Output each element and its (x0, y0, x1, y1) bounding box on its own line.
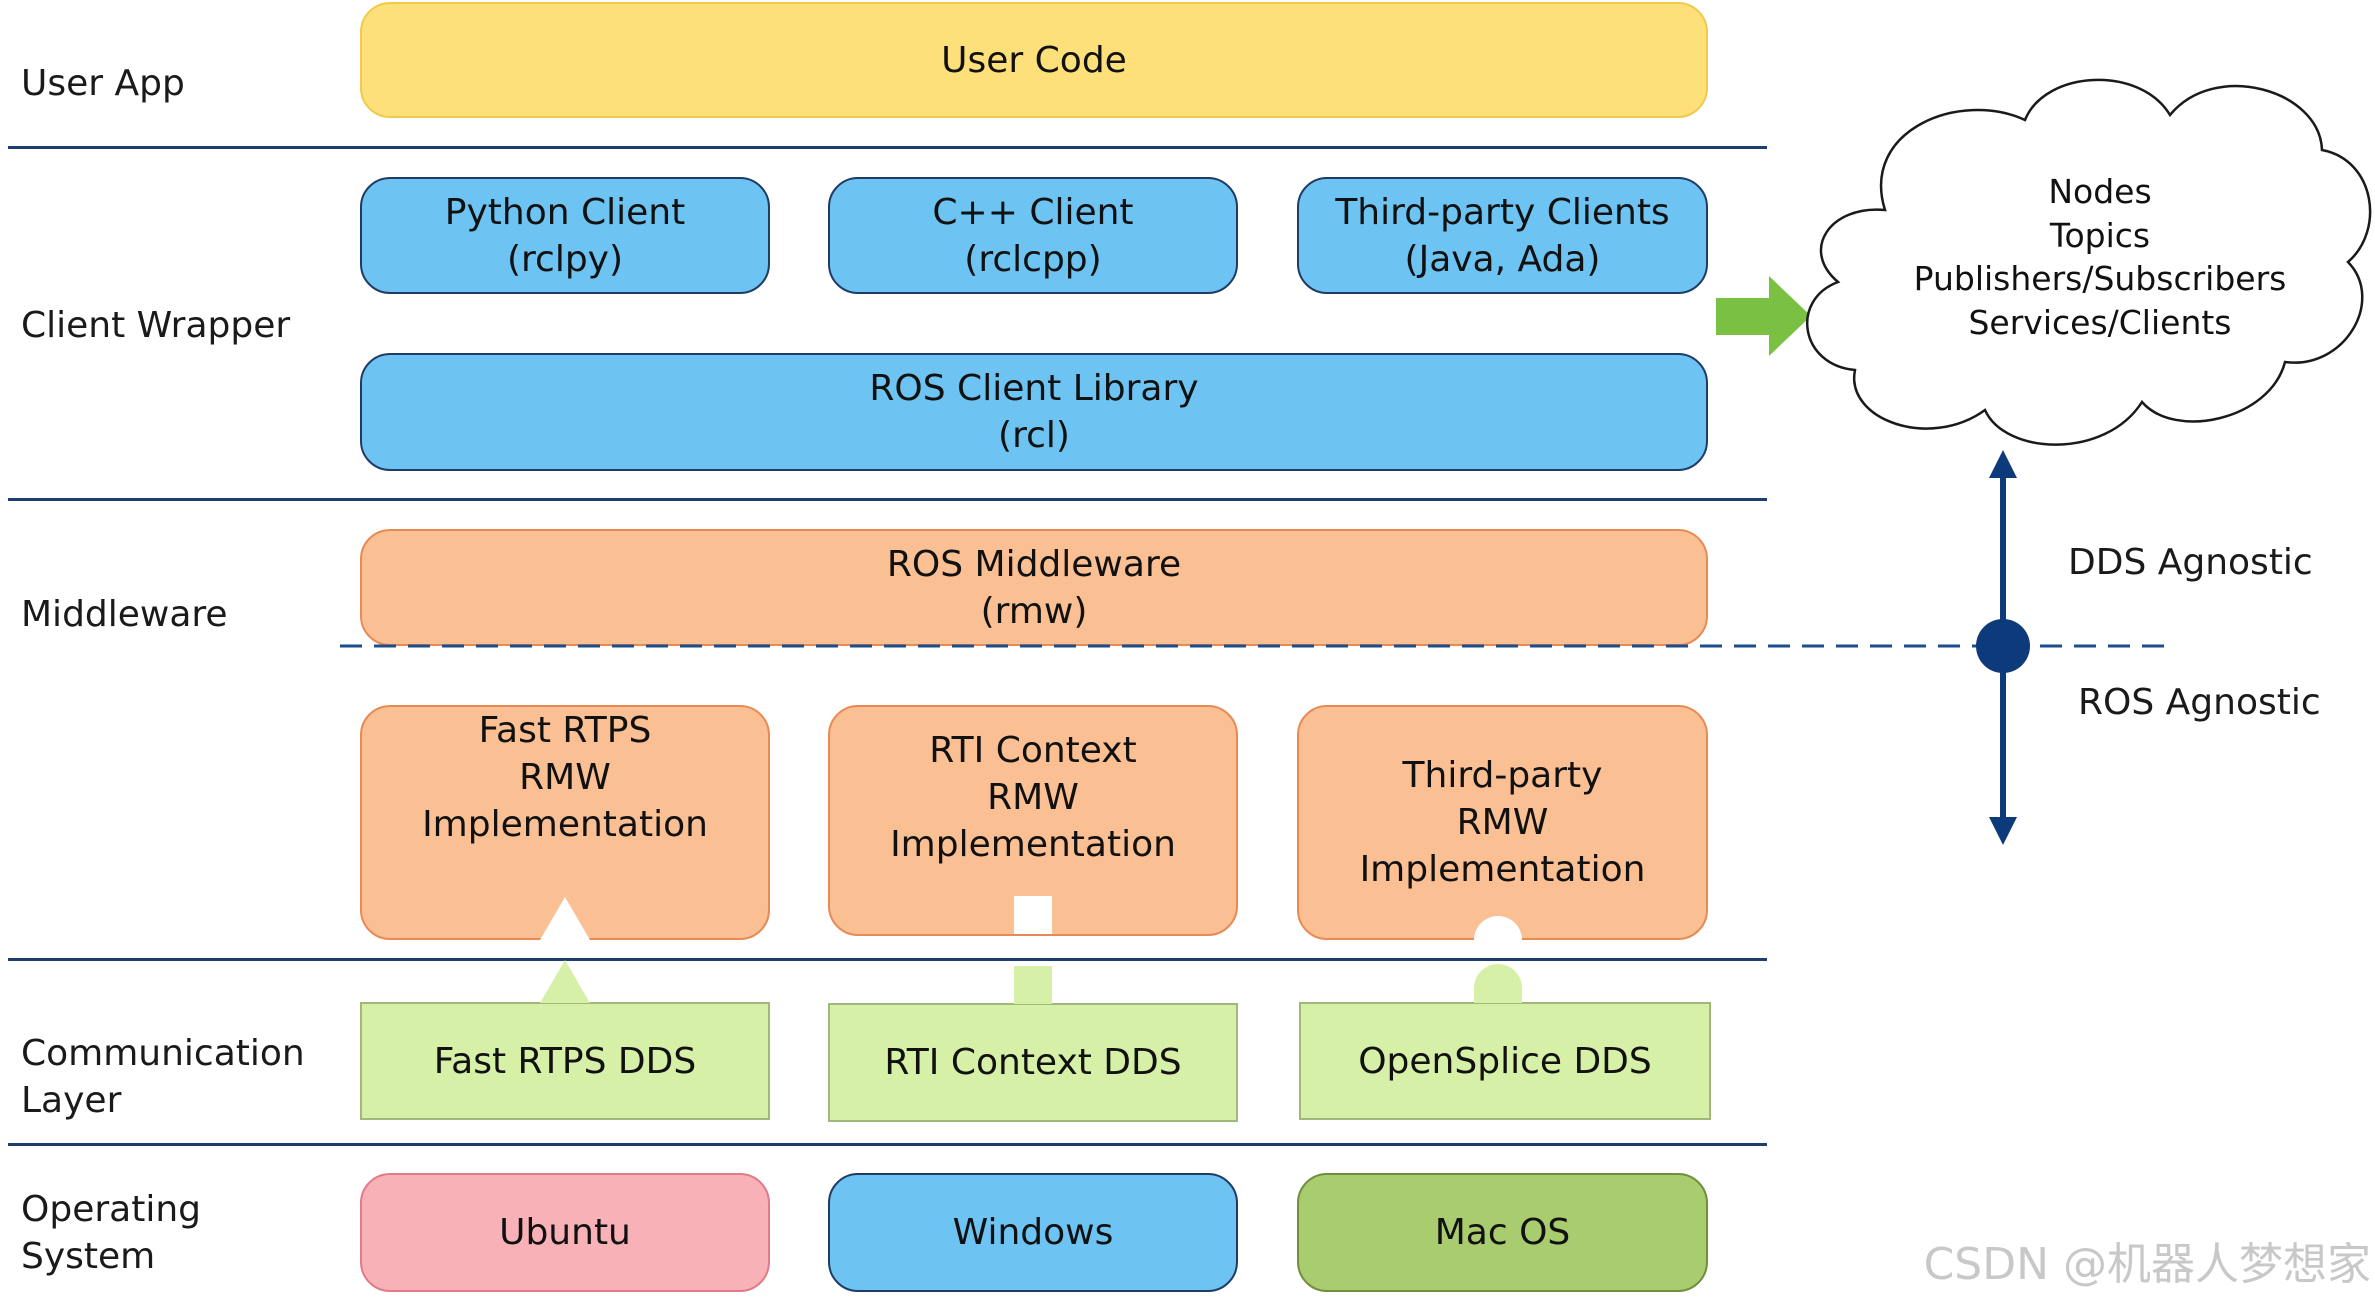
rmw-line2: (rmw) (980, 590, 1088, 632)
ubuntu-label: Ubuntu (499, 1212, 631, 1253)
rti-rmw-line1: RTI Context (929, 730, 1137, 771)
rti-rmw-line2: RMW (987, 777, 1079, 818)
rcl-line2: (rcl) (998, 415, 1070, 456)
python-client-line1: Python Client (444, 191, 686, 233)
fastrtps-rmw-line2: RMW (519, 757, 611, 798)
cloud-shape (1805, 78, 2372, 446)
rmw-box: ROS Middleware (rmw) (360, 529, 1708, 646)
cloud-line-topics: Topics (2049, 215, 2151, 255)
layer-label-client-wrapper: Client Wrapper (21, 305, 291, 346)
windows-label: Windows (952, 1212, 1114, 1253)
layer-label-operating-system: Operating System (21, 1186, 201, 1280)
separator-communication (8, 1143, 1767, 1146)
square-connector (1014, 896, 1052, 1004)
user-code-label: User Code (941, 39, 1127, 81)
third-party-clients-box: Third-party Clients (Java, Ada) (1297, 177, 1708, 294)
separator-middleware (8, 958, 1767, 961)
rti-rmw-line3: Implementation (890, 824, 1176, 865)
python-client-line2: (rclpy) (506, 238, 624, 280)
python-client-box: Python Client (rclpy) (360, 177, 770, 294)
circle-connector (1474, 916, 1522, 1003)
layer-label-user-app: User App (21, 63, 185, 104)
layer-label-communication-line1: Communication (21, 1033, 305, 1074)
cloud-text: Nodes Topics Publishers/Subscribers Serv… (1860, 170, 2340, 344)
cpp-client-line1: C++ Client (932, 191, 1134, 233)
fastrtps-dds-box: Fast RTPS DDS (360, 1002, 770, 1120)
cpp-client-line2: (rclcpp) (964, 238, 1102, 280)
opensplice-dds-box: OpenSplice DDS (1299, 1002, 1711, 1120)
fastrtps-rmw-line1: Fast RTPS (478, 710, 652, 751)
third-party-clients-line1: Third-party Clients (1335, 191, 1670, 233)
windows-box: Windows (828, 1173, 1238, 1292)
cpp-client-box: C++ Client (rclcpp) (828, 177, 1238, 294)
rti-dds-box: RTI Context DDS (828, 1003, 1238, 1122)
layer-label-communication-line2: Layer (21, 1080, 122, 1121)
rti-dds-label: RTI Context DDS (884, 1042, 1182, 1083)
layer-label-middleware: Middleware (21, 594, 228, 635)
agnostic-axis-arrow (1976, 450, 2030, 845)
rmw-line1: ROS Middleware (886, 543, 1182, 585)
macos-label: Mac OS (1434, 1212, 1571, 1253)
user-code-box: User Code (360, 2, 1708, 118)
third-party-rmw-line1: Third-party (1402, 755, 1603, 796)
triangle-connector (540, 897, 590, 1003)
separator-user-app (8, 146, 1767, 149)
ubuntu-box: Ubuntu (360, 1173, 770, 1292)
third-party-rmw-line2: RMW (1456, 802, 1549, 843)
fastrtps-rmw-line3: Implementation (422, 804, 708, 845)
third-party-rmw-line3: Implementation (1359, 849, 1646, 890)
green-arrow-icon (1716, 276, 1811, 356)
cloud-line-nodes: Nodes (2048, 172, 2152, 211)
third-party-clients-line2: (Java, Ada) (1404, 238, 1601, 280)
cloud-line-pubsub: Publishers/Subscribers (1913, 259, 2287, 298)
watermark-text: CSDN @机器人梦想家 (1923, 1239, 2371, 1290)
ros-agnostic-label: ROS Agnostic (2078, 682, 2321, 723)
separator-client-wrapper (8, 498, 1767, 501)
macos-box: Mac OS (1297, 1173, 1708, 1292)
layer-label-os-line1: Operating (21, 1189, 201, 1230)
layer-label-communication-layer: Communication Layer (21, 1030, 305, 1124)
fastrtps-dds-label: Fast RTPS DDS (433, 1040, 697, 1082)
opensplice-dds-label: OpenSplice DDS (1358, 1040, 1652, 1082)
rcl-line1: ROS Client Library (869, 368, 1199, 409)
rcl-box: ROS Client Library (rcl) (360, 353, 1708, 471)
dds-agnostic-label: DDS Agnostic (2068, 542, 2313, 583)
cloud-line-services: Services/Clients (1968, 302, 2232, 342)
layer-label-os-line2: System (21, 1236, 156, 1277)
third-party-rmw-box: Third-party RMW Implementation (1297, 705, 1708, 940)
